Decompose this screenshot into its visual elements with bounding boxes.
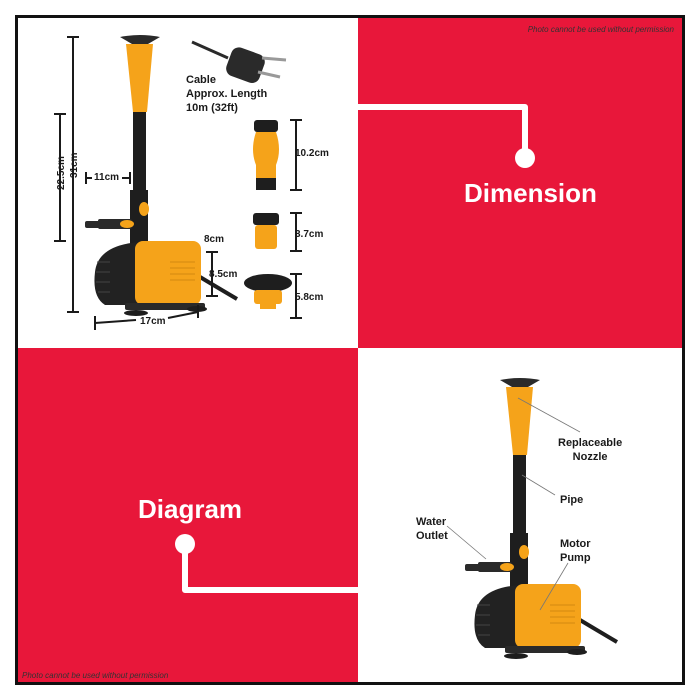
cable-label-line: Cable — [186, 74, 216, 86]
diagram-red-quadrant — [18, 348, 358, 682]
callout-line: Pump — [560, 552, 591, 564]
diagram-title: Diagram — [138, 494, 243, 524]
outlet-width-label: 11cm — [94, 172, 120, 183]
pump-diagram-illustration — [463, 376, 619, 661]
callout-line: Motor — [560, 538, 591, 550]
leader-lines — [446, 397, 581, 611]
pipe-callout: Pipe — [560, 494, 584, 506]
pipe-height-label: 22.5cm — [56, 156, 67, 190]
depth-label: 8cm — [204, 234, 225, 245]
nozzle-3-size: 5.8cm — [295, 292, 324, 303]
permission-notice-top: Photo cannot be used without permission — [527, 25, 674, 34]
product-illustration — [54, 33, 619, 661]
permission-notice-bottom: Photo cannot be used without permission — [22, 671, 169, 680]
length-label: 17cm — [140, 316, 166, 327]
callout-line: Nozzle — [572, 451, 608, 463]
product-image-frame: Photo cannot be used without permission … — [15, 15, 685, 685]
nozzle-callout: Replaceable Nozzle — [558, 436, 622, 464]
nozzle-part-3 — [244, 274, 292, 309]
total-height-label: 31cm — [69, 152, 80, 178]
callout-line: Water — [416, 516, 447, 528]
dimension-red-quadrant — [358, 18, 682, 348]
cable-illustration — [191, 40, 229, 60]
dimension-connector — [340, 104, 535, 168]
cable-label-line: Approx. Length — [186, 88, 268, 100]
nozzle-1-size: 10.2cm — [295, 148, 329, 159]
diagram-connector — [175, 534, 376, 593]
plug-icon — [226, 47, 287, 83]
cable-label-line: 10m (32ft) — [186, 102, 238, 114]
dimension-lines — [54, 36, 302, 330]
nozzle-part-1 — [253, 120, 279, 190]
body-height-label: 8.5cm — [209, 269, 238, 280]
nozzle-part-2 — [253, 213, 279, 249]
outlet-callout: Water Outlet — [416, 515, 448, 543]
dimension-title: Dimension — [464, 178, 597, 208]
callout-line: Outlet — [416, 530, 448, 542]
callout-line: Replaceable — [558, 437, 623, 449]
pump-callout: Motor Pump — [560, 537, 591, 565]
cable-label: Cable Approx. Length 10m (32ft) — [186, 73, 267, 115]
nozzle-2-size: 3.7cm — [295, 229, 324, 240]
